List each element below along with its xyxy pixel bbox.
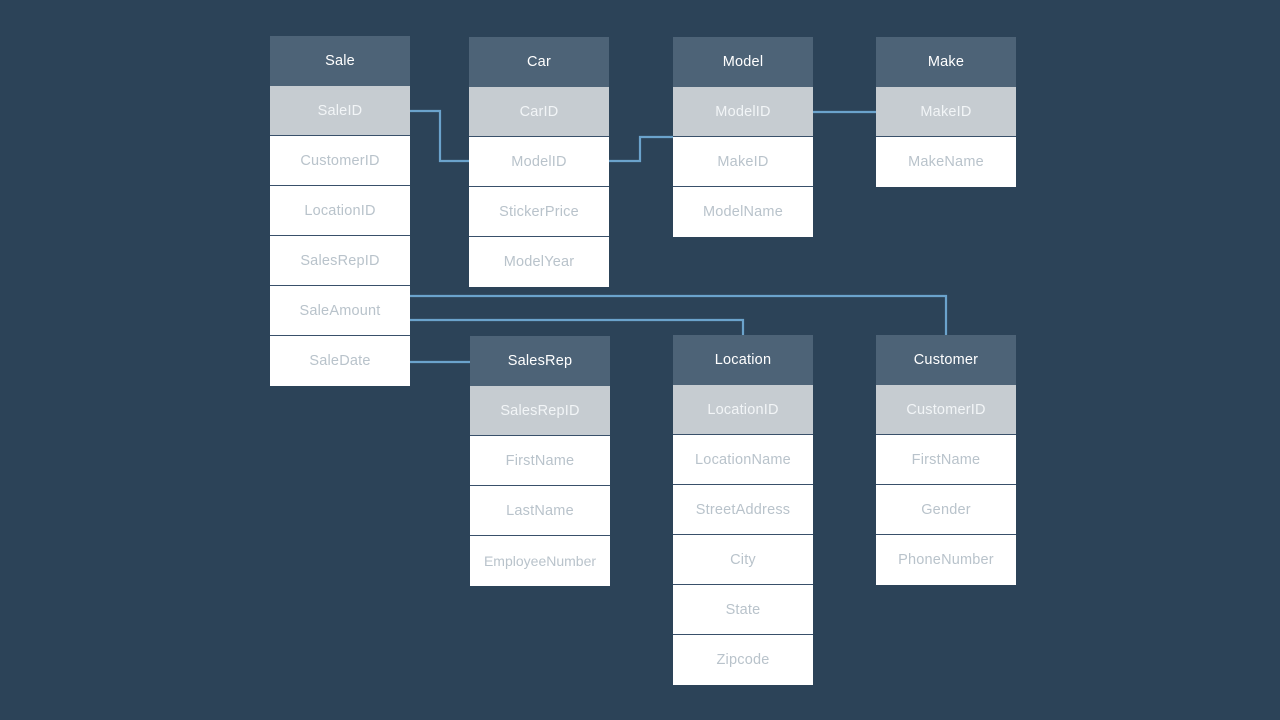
field-location-state[interactable]: State <box>673 585 813 635</box>
field-salesrep-lastname[interactable]: LastName <box>470 486 610 536</box>
entity-salesrep[interactable]: SalesRep SalesRepID FirstName LastName E… <box>470 336 610 586</box>
field-sale-saledate[interactable]: SaleDate <box>270 336 410 386</box>
field-sale-saleamount[interactable]: SaleAmount <box>270 286 410 336</box>
entity-title-model: Model <box>673 37 813 87</box>
entity-car[interactable]: Car CarID ModelID StickerPrice ModelYear <box>469 37 609 287</box>
field-make-makename[interactable]: MakeName <box>876 137 1016 187</box>
field-salesrep-salesrepid[interactable]: SalesRepID <box>470 386 610 436</box>
connector-sale-to-location <box>410 318 745 335</box>
field-model-modelname[interactable]: ModelName <box>673 187 813 237</box>
field-sale-salesrepid[interactable]: SalesRepID <box>270 236 410 286</box>
connector-car-to-model <box>609 135 673 163</box>
field-location-zipcode[interactable]: Zipcode <box>673 635 813 685</box>
entity-title-sale: Sale <box>270 36 410 86</box>
field-location-city[interactable]: City <box>673 535 813 585</box>
field-model-makeid[interactable]: MakeID <box>673 137 813 187</box>
field-model-modelid[interactable]: ModelID <box>673 87 813 137</box>
field-customer-firstname[interactable]: FirstName <box>876 435 1016 485</box>
field-sale-locationid[interactable]: LocationID <box>270 186 410 236</box>
field-salesrep-employeenumber[interactable]: EmployeeNumber <box>470 536 610 586</box>
entity-location[interactable]: Location LocationID LocationName StreetA… <box>673 335 813 685</box>
entity-sale[interactable]: Sale SaleID CustomerID LocationID SalesR… <box>270 36 410 386</box>
entity-model[interactable]: Model ModelID MakeID ModelName <box>673 37 813 237</box>
field-car-modelid[interactable]: ModelID <box>469 137 609 187</box>
field-location-locationid[interactable]: LocationID <box>673 385 813 435</box>
entity-customer[interactable]: Customer CustomerID FirstName Gender Pho… <box>876 335 1016 585</box>
connector-sale-to-customer <box>410 294 948 335</box>
field-customer-gender[interactable]: Gender <box>876 485 1016 535</box>
entity-title-car: Car <box>469 37 609 87</box>
field-location-streetaddress[interactable]: StreetAddress <box>673 485 813 535</box>
field-sale-saleid[interactable]: SaleID <box>270 86 410 136</box>
field-sale-customerid[interactable]: CustomerID <box>270 136 410 186</box>
field-make-makeid[interactable]: MakeID <box>876 87 1016 137</box>
field-location-locationname[interactable]: LocationName <box>673 435 813 485</box>
entity-make[interactable]: Make MakeID MakeName <box>876 37 1016 187</box>
entity-title-customer: Customer <box>876 335 1016 385</box>
field-car-modelyear[interactable]: ModelYear <box>469 237 609 287</box>
entity-title-make: Make <box>876 37 1016 87</box>
field-customer-customerid[interactable]: CustomerID <box>876 385 1016 435</box>
connector-sale-to-car <box>410 109 469 163</box>
field-customer-phonenumber[interactable]: PhoneNumber <box>876 535 1016 585</box>
field-car-carid[interactable]: CarID <box>469 87 609 137</box>
entity-title-salesrep: SalesRep <box>470 336 610 386</box>
field-car-stickerprice[interactable]: StickerPrice <box>469 187 609 237</box>
entity-title-location: Location <box>673 335 813 385</box>
field-salesrep-firstname[interactable]: FirstName <box>470 436 610 486</box>
